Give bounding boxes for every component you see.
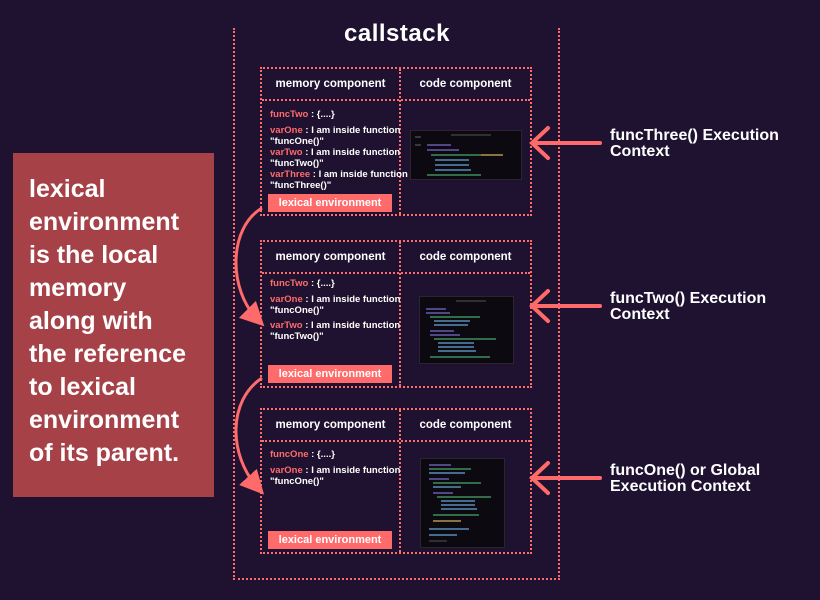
memory-func-entry: funcTwo : {....}: [270, 109, 335, 120]
memory-var-entry: varOne : I am inside function "funcOne()…: [270, 294, 401, 316]
context-column-divider: [399, 69, 401, 214]
context-pointer-arrow-1: [529, 126, 602, 160]
memory-var-entry: varOne : I am inside function "funcOne()…: [270, 465, 401, 487]
code-component-header: code component: [419, 78, 512, 90]
lexical-environment-badge: lexical environment: [268, 194, 392, 212]
lexical-parent-arrow-1: [234, 206, 265, 327]
context-label-funcThree: funcThree() Execution Context: [610, 127, 779, 160]
code-lines-graphic: [426, 300, 496, 358]
memory-component-header: memory component: [275, 251, 386, 263]
memory-var-entry: varTwo : I am inside function "funcTwo()…: [270, 320, 401, 342]
context-pointer-arrow-3: [529, 461, 602, 495]
context-header-divider: [262, 440, 530, 442]
context-pointer-arrow-2: [529, 289, 602, 323]
context-header-divider: [262, 272, 530, 274]
callstack-right-border: [558, 28, 560, 580]
callstack-bottom-border: [233, 578, 560, 580]
memory-var-entry: varTwo : I am inside function "funcTwo()…: [270, 147, 401, 169]
context-label-funcTwo: funcTwo() Execution Context: [610, 290, 767, 323]
memory-component-header: memory component: [275, 78, 386, 90]
execution-context-global: memory component code component funcOne …: [260, 408, 532, 554]
callstack-left-border: [233, 28, 235, 580]
code-screenshot-thumbnail: [410, 130, 522, 180]
memory-var-entry: varThree : I am inside function "funcThr…: [270, 169, 408, 191]
context-label-global: funcOne() or Global Execution Context: [610, 462, 761, 495]
code-lines-graphic: [415, 134, 503, 176]
memory-func-entry: funcOne : {....}: [270, 449, 335, 460]
memory-component-header: memory component: [275, 419, 386, 431]
code-screenshot-thumbnail: [420, 458, 505, 548]
callstack-title: callstack: [344, 20, 450, 47]
lexical-environment-definition: lexical environment is the local memory …: [13, 153, 214, 497]
memory-func-entry: funcTwo : {....}: [270, 278, 335, 289]
code-component-header: code component: [419, 419, 512, 431]
memory-var-entry: varOne : I am inside function "funcOne()…: [270, 125, 401, 147]
lexical-environment-badge: lexical environment: [268, 531, 392, 549]
lexical-environment-badge: lexical environment: [268, 365, 392, 383]
context-column-divider: [399, 242, 401, 386]
execution-context-funcTwo: memory component code component funcTwo …: [260, 240, 532, 388]
execution-context-funcThree: memory component code component funcTwo …: [260, 67, 532, 216]
code-screenshot-thumbnail: [419, 296, 514, 364]
lexical-parent-arrow-2: [234, 376, 265, 495]
code-component-header: code component: [419, 251, 512, 263]
code-lines-graphic: [429, 464, 491, 542]
context-header-divider: [262, 99, 530, 101]
context-column-divider: [399, 410, 401, 552]
